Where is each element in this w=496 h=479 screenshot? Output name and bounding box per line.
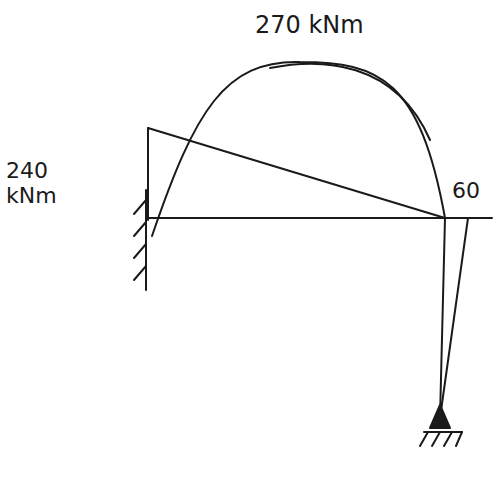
moment-ordinate — [147, 128, 149, 220]
support-hatch — [420, 432, 462, 446]
support-hatch — [134, 200, 146, 280]
parabola-curve — [152, 62, 445, 236]
moment-value: 240 kNm — [6, 158, 72, 209]
moment-value: 270 kNm — [255, 12, 364, 40]
fixed-support — [145, 190, 147, 290]
moment-line — [440, 218, 468, 418]
closing-line — [148, 128, 445, 218]
support-base — [424, 431, 462, 433]
moment-value: 60 — [452, 178, 480, 203]
parabola-curve — [270, 64, 430, 140]
pin-support — [430, 405, 450, 428]
